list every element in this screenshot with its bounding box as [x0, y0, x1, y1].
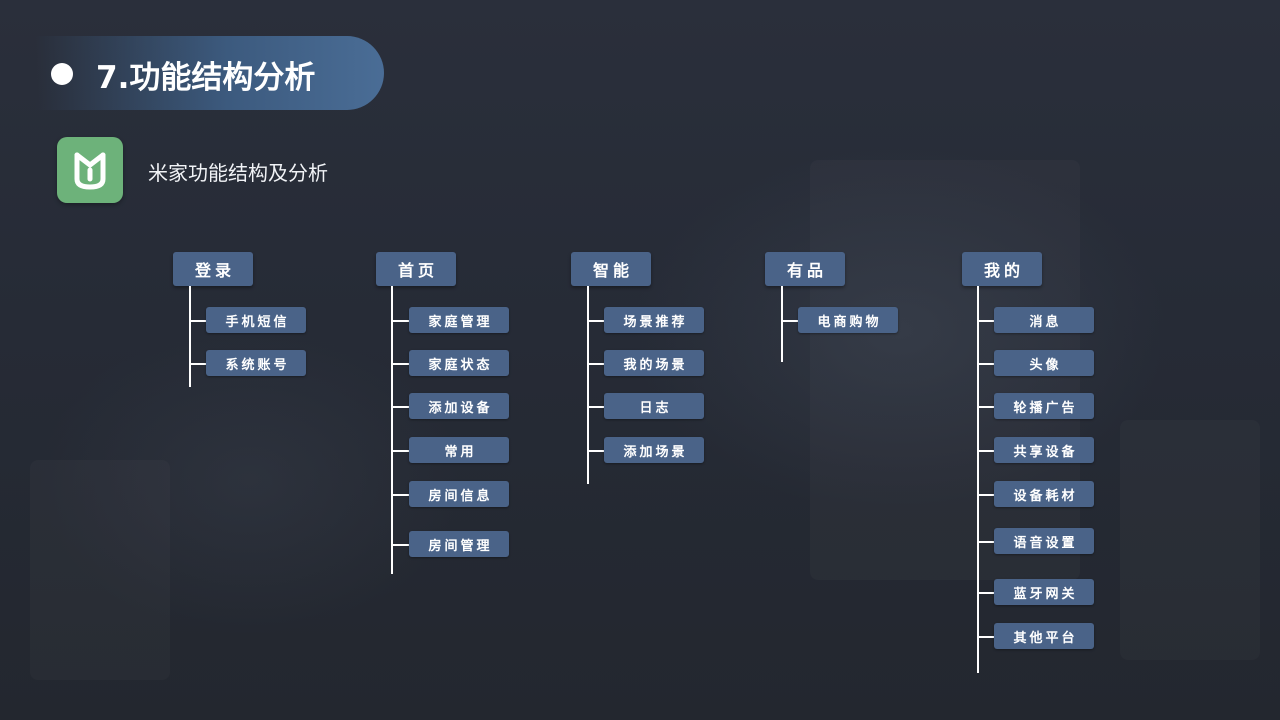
tree-connector: [391, 450, 409, 452]
tree-child-node: 房间管理: [409, 531, 509, 557]
tree-connector: [587, 450, 604, 452]
tree-child-node: 轮播广告: [994, 393, 1094, 419]
page-title: 7.功能结构分析: [96, 60, 316, 96]
tree-child-node: 家庭状态: [409, 350, 509, 376]
tree-child-node: 消息: [994, 307, 1094, 333]
tree-child-node: 家庭管理: [409, 307, 509, 333]
tree-connector: [391, 544, 409, 546]
tree-category-node: 首页: [376, 252, 456, 286]
section-subtitle: 米家功能结构及分析: [148, 161, 328, 185]
tree-child-node: 电商购物: [798, 307, 898, 333]
tree-child-node: 场景推荐: [604, 307, 704, 333]
tree-connector: [977, 636, 994, 638]
tree-connector: [391, 363, 409, 365]
tree-child-node: 日志: [604, 393, 704, 419]
tree-connector: [977, 286, 979, 673]
tree-connector: [587, 406, 604, 408]
tree-connector: [391, 406, 409, 408]
tree-child-node: 其他平台: [994, 623, 1094, 649]
title-banner: [36, 36, 384, 110]
tree-connector: [189, 363, 206, 365]
tree-connector: [977, 450, 994, 452]
tree-child-node: 语音设置: [994, 528, 1094, 554]
tree-child-node: 系统账号: [206, 350, 306, 376]
tree-connector: [587, 363, 604, 365]
tree-category-node: 有品: [765, 252, 845, 286]
tree-connector: [189, 320, 206, 322]
tree-category-node: 智能: [571, 252, 651, 286]
tree-connector: [977, 363, 994, 365]
tree-connector: [391, 286, 393, 574]
tree-connector: [977, 320, 994, 322]
tree-connector: [781, 286, 783, 362]
tree-connector: [977, 494, 994, 496]
tree-child-node: 添加场景: [604, 437, 704, 463]
tree-child-node: 常用: [409, 437, 509, 463]
tree-child-node: 共享设备: [994, 437, 1094, 463]
tree-connector: [781, 320, 798, 322]
mijia-logo-icon: [57, 137, 123, 203]
tree-connector: [391, 494, 409, 496]
tree-child-node: 蓝牙网关: [994, 579, 1094, 605]
tree-connector: [189, 286, 191, 387]
tree-connector: [587, 286, 589, 484]
tree-child-node: 设备耗材: [994, 481, 1094, 507]
tree-child-node: 我的场景: [604, 350, 704, 376]
tree-category-node: 登录: [173, 252, 253, 286]
tree-connector: [587, 320, 604, 322]
tree-category-node: 我的: [962, 252, 1042, 286]
tree-connector: [977, 406, 994, 408]
tree-child-node: 头像: [994, 350, 1094, 376]
title-bullet-icon: [51, 63, 73, 85]
tree-child-node: 手机短信: [206, 307, 306, 333]
tree-connector: [977, 541, 994, 543]
background-blur-shape: [1120, 420, 1260, 660]
tree-child-node: 房间信息: [409, 481, 509, 507]
background-blur-shape: [30, 460, 170, 680]
tree-connector: [977, 592, 994, 594]
tree-connector: [391, 320, 409, 322]
tree-child-node: 添加设备: [409, 393, 509, 419]
